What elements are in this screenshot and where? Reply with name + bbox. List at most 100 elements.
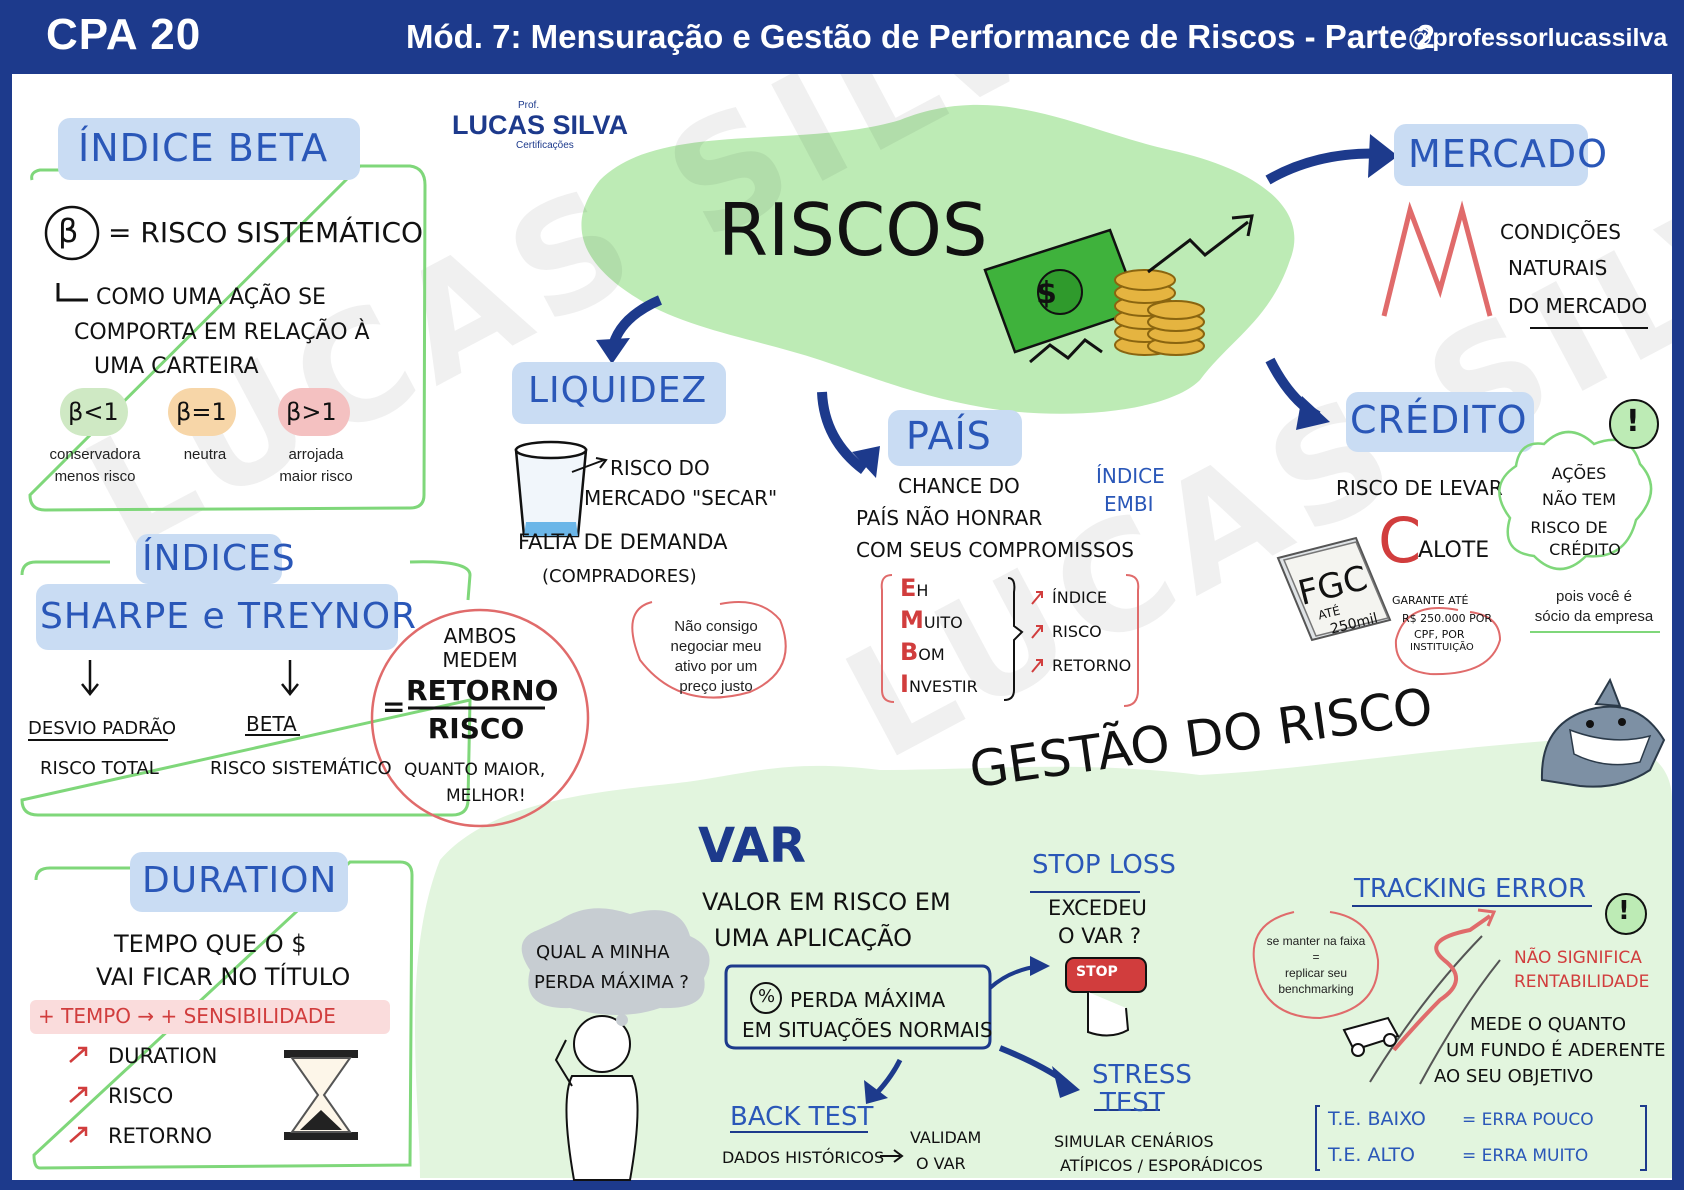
te-baixo-label: T.E. BAIXO xyxy=(1328,1108,1426,1130)
liquidez-title-bg xyxy=(512,362,726,424)
duration-arrow-risco: RISCO xyxy=(108,1084,174,1108)
fgc-garante-4: INSTITUIÇÃO xyxy=(1410,642,1474,653)
tracking-bubble-2: = xyxy=(1312,950,1320,964)
fgc-garante-2: R$ 250.000 POR xyxy=(1402,612,1493,625)
var-question-1: QUAL A MINHA xyxy=(536,942,670,963)
indice-embi-1: ÍNDICE xyxy=(1096,464,1165,488)
hourglass-icon xyxy=(284,1050,358,1140)
tracking-bubble-3: replicar seu xyxy=(1284,966,1348,980)
duration-text-2: VAI FICAR NO TÍTULO xyxy=(96,963,351,991)
var-title: VAR xyxy=(698,818,806,874)
pais-chance-1: CHANCE DO xyxy=(898,474,1020,498)
credito-calote-rest: ALOTE xyxy=(1418,538,1490,563)
acronym-m: MUITO xyxy=(900,606,963,634)
embi-up-retorno: RETORNO xyxy=(1052,656,1132,675)
sharpe-title-bg-2 xyxy=(36,584,398,650)
tracking-nao-significa-1: NÃO SIGNIFICA xyxy=(1514,948,1642,968)
up-arrow-icon xyxy=(69,1126,88,1143)
pais-chance-2: PAÍS NÃO HONRAR xyxy=(856,506,1043,530)
var-desc-2: UMA APLICAÇÃO xyxy=(714,924,913,952)
embi-up-indice: ÍNDICE xyxy=(1052,588,1108,607)
stress-desc-2: ATÍPICOS / ESPORÁDICOS xyxy=(1060,1156,1263,1175)
embi-up-risco: RISCO xyxy=(1052,622,1102,641)
mercado-desc-3: DO MERCADO xyxy=(1508,294,1648,318)
duration-arrow-retorno: RETORNO xyxy=(108,1124,213,1148)
up-arrow-icon xyxy=(1031,659,1043,673)
risco-total-label: RISCO TOTAL xyxy=(40,758,159,779)
duration-title-bg xyxy=(130,852,348,912)
beta-eq-caption: neutra xyxy=(183,446,227,463)
credito-risco: RISCO DE LEVAR xyxy=(1336,476,1503,500)
module-title: Mód. 7: Mensuração e Gestão de Performan… xyxy=(406,18,1435,55)
tracking-mede-1: MEDE O QUANTO xyxy=(1470,1014,1627,1035)
melhor-text: MELHOR! xyxy=(446,786,526,806)
sharpe-title-bg-1 xyxy=(136,534,282,584)
liquidez-note-1: Não consigo xyxy=(674,618,758,635)
acoes-text-4: CRÉDITO xyxy=(1549,540,1621,559)
credito-exclamation: ! xyxy=(1626,404,1640,439)
arrow-to-pais-icon xyxy=(817,391,868,474)
car-icon xyxy=(1342,1016,1400,1057)
logo-name: LUCAS SILVA xyxy=(452,110,629,140)
beta-gt-caption-1: arrojada xyxy=(288,446,344,463)
beta-gt-symbol: β>1 xyxy=(286,398,337,426)
road-edge-icon xyxy=(1369,935,1483,1083)
logo-prefix: Prof. xyxy=(518,100,540,111)
exclamation-badge-icon xyxy=(1605,893,1647,935)
socio-text-2: sócio da empresa xyxy=(1534,608,1654,625)
exam-title: CPA 20 xyxy=(46,10,202,59)
acoes-text-1: AÇÕES xyxy=(1551,464,1607,483)
mercado-desc-2: NATURAIS xyxy=(1508,256,1608,280)
duration-rule-bg xyxy=(30,1000,390,1034)
beta-symbol: β xyxy=(58,212,79,250)
backtest-title: BACK TEST xyxy=(730,1102,874,1132)
tracking-path-icon xyxy=(1392,914,1492,1052)
beta-lt-caption-2: menos risco xyxy=(54,468,136,485)
duration-arrow-duration: DURATION xyxy=(108,1044,218,1068)
acoes-text-2: NÃO TEM xyxy=(1542,490,1616,509)
tracking-exclamation: ! xyxy=(1618,896,1630,926)
te-alto-value: = ERRA MUITO xyxy=(1462,1146,1589,1166)
logo-subtitle: Certificações xyxy=(516,140,574,151)
ambos-text-1: AMBOS xyxy=(443,624,517,648)
beta-eq-symbol: β=1 xyxy=(176,398,227,426)
perda-maxima-box xyxy=(724,964,992,1050)
author-handle[interactable]: @professorlucassilva xyxy=(1408,24,1668,52)
beta-gt-caption-2: maior risco xyxy=(279,468,353,485)
liquidez-falta-2: (COMPRADORES) xyxy=(542,566,697,587)
liquidez-note-2: negociar meu xyxy=(670,638,762,655)
beta-label: BETA xyxy=(246,712,297,736)
var-question-2: PERDA MÁXIMA ? xyxy=(534,972,689,993)
duration-rule: + TEMPO → + SENSIBILIDADE xyxy=(38,1004,336,1028)
retorno-numerator: RETORNO xyxy=(406,674,559,707)
pais-title: PAÍS xyxy=(906,414,992,458)
tracking-mede-3: AO SEU OBJETIVO xyxy=(1434,1066,1594,1087)
up-arrow-icon xyxy=(1031,591,1043,605)
thought-cloud xyxy=(521,908,710,1015)
beta-explanation-1: COMO UMA AÇÃO SE xyxy=(96,285,326,310)
right-arrow-icon xyxy=(880,1149,904,1163)
te-alto-label: T.E. ALTO xyxy=(1328,1144,1416,1166)
credito-title-bg xyxy=(1346,392,1534,452)
stress-title-1: STRESS xyxy=(1092,1060,1192,1090)
coins-icon xyxy=(1114,269,1205,356)
socio-text-1: pois você é xyxy=(1556,588,1632,605)
desvio-padrao-label: DESVIO PADRÃO xyxy=(28,718,176,739)
beta-explanation-3: UMA CARTEIRA xyxy=(94,354,259,379)
credito-calote-c: C xyxy=(1378,504,1422,577)
stoploss-q-1: EXCEDEU xyxy=(1048,896,1147,920)
dollar-sign: $ xyxy=(1036,276,1057,311)
pais-title-bg xyxy=(888,410,1022,466)
liquidez-title: LIQUIDEZ xyxy=(528,370,708,411)
stress-desc-1: SIMULAR CENÁRIOS xyxy=(1054,1132,1214,1151)
beta-lt-badge xyxy=(60,388,128,436)
